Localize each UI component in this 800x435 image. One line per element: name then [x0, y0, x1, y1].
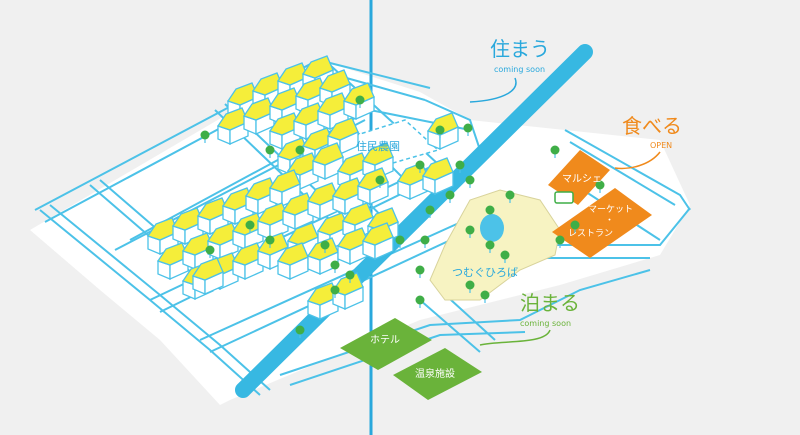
tree-7 — [415, 160, 425, 173]
onsen-label: 温泉施設 — [415, 367, 455, 380]
house-35 — [281, 192, 314, 231]
farm-label: 住民農園 — [356, 139, 400, 153]
house-34 — [256, 202, 289, 241]
tree-28 — [505, 190, 515, 203]
tree-12 — [420, 235, 430, 248]
tree-34 — [555, 235, 565, 248]
restaurant-label: レストラン — [568, 228, 613, 239]
tree-8 — [445, 190, 455, 203]
live-callout-line — [469, 77, 517, 103]
tree-9 — [425, 205, 435, 218]
tree-35 — [595, 180, 605, 193]
tree-13 — [330, 260, 340, 273]
tree-5 — [265, 145, 275, 158]
tree-16 — [320, 240, 330, 253]
stay-buildings — [340, 318, 482, 400]
plaza-area — [429, 189, 561, 301]
eat-callout-line — [614, 151, 661, 170]
house-36 — [306, 182, 339, 221]
house-50 — [336, 227, 369, 266]
tree-15 — [345, 270, 355, 283]
tree-23 — [415, 265, 425, 278]
tree-21 — [465, 280, 475, 293]
house-38 — [356, 167, 389, 206]
tree-10 — [465, 225, 475, 238]
stay-title: 泊まる — [520, 291, 580, 315]
house-23 — [421, 157, 454, 196]
house-48 — [276, 242, 309, 281]
plaza-label: つむぐひろば — [452, 266, 518, 279]
map-labels: 住まう coming soon 食べる OPEN 泊まる coming soon… — [356, 37, 682, 380]
tree-26 — [550, 145, 560, 158]
van-icon — [554, 191, 574, 204]
market-label: マーケット — [588, 204, 633, 215]
tree-25 — [375, 175, 385, 188]
house-41 — [231, 242, 264, 281]
house-13 — [342, 82, 375, 121]
tree-22 — [480, 290, 490, 303]
eat-title: 食べる — [622, 114, 682, 138]
tree-2 — [435, 125, 445, 138]
tree-11 — [395, 235, 405, 248]
hotel-building — [340, 318, 432, 370]
stay-callout-line — [479, 329, 551, 346]
house-17 — [426, 112, 459, 151]
stay-subtitle: coming soon — [520, 319, 571, 328]
tree-14 — [330, 285, 340, 298]
marche-label: マルシェ — [562, 174, 602, 185]
tree-1 — [355, 95, 365, 108]
tree-27 — [570, 220, 580, 233]
house-29 — [268, 169, 301, 208]
tree-33 — [455, 160, 465, 173]
tree-30 — [295, 325, 305, 338]
house-51 — [361, 222, 394, 261]
hotel-label: ホテル — [370, 334, 400, 346]
onsen-building — [393, 348, 482, 400]
plaza-pond — [480, 214, 504, 242]
tree-6 — [295, 145, 305, 158]
house-19 — [311, 142, 344, 181]
house-11 — [292, 102, 325, 141]
live-subtitle: coming soon — [494, 65, 545, 74]
eat-buildings — [548, 150, 652, 258]
tree-4 — [200, 130, 210, 143]
house-53 — [331, 272, 364, 311]
tree-24 — [415, 295, 425, 308]
tree-32 — [465, 175, 475, 188]
trees — [200, 95, 605, 338]
eat-subtitle: OPEN — [650, 141, 672, 150]
tree-18 — [245, 220, 255, 233]
market-dot-label: ・ — [605, 216, 614, 226]
house-47 — [191, 257, 224, 296]
tree-20 — [500, 250, 510, 263]
tree-31 — [205, 245, 215, 258]
tree-3 — [463, 123, 473, 136]
live-title: 住まう — [490, 37, 550, 61]
market-restaurant-building — [552, 188, 652, 258]
tree-19 — [485, 240, 495, 253]
tree-17 — [265, 235, 275, 248]
tree-29 — [485, 205, 495, 218]
